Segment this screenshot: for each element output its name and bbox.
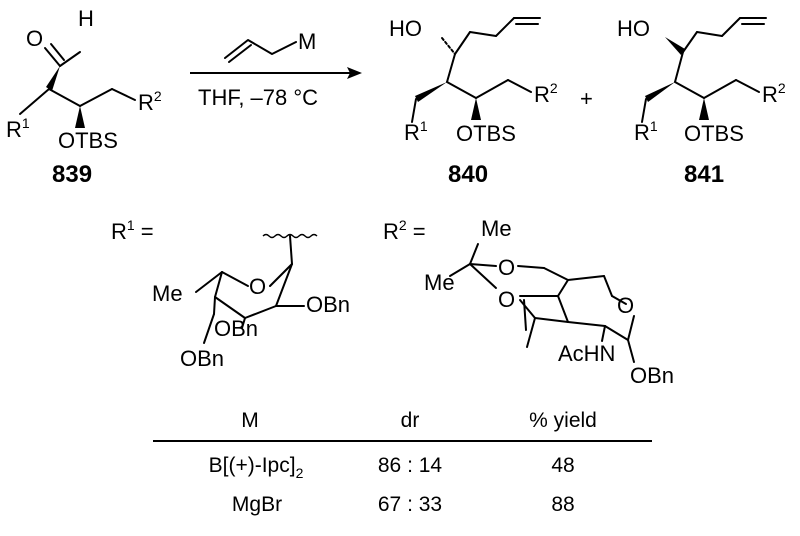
table-cell-m: MgBr [232, 493, 282, 516]
table-header-dr: dr [401, 409, 420, 432]
r2-label: R2 [762, 80, 786, 107]
r1-label: R1 [404, 118, 428, 145]
compound-number-839: 839 [52, 161, 92, 188]
table-header-yield: % yield [529, 409, 597, 432]
ho-label: HO [617, 16, 650, 41]
table-cell-dr: 86 : 14 [378, 454, 443, 477]
r1-definition: R1= O Me OBn OBn OBn [111, 217, 350, 371]
obn-label: OBn [306, 292, 350, 317]
obn-label: OBn [214, 316, 258, 341]
arrow-head [347, 67, 362, 79]
compound-number-841: 841 [684, 161, 724, 188]
compound-number-840: 840 [448, 161, 488, 188]
me-left-label: Me [424, 270, 455, 295]
aldehyde-h: H [78, 6, 94, 31]
ring-o: O [249, 274, 266, 299]
acetal-o-left: O [498, 287, 515, 312]
otbs-label: OTBS [684, 121, 744, 146]
obn-label: OBn [630, 363, 674, 388]
table-cell-yield: 88 [551, 493, 574, 516]
table-cell-m: B[(+)-Ipc]2 [209, 454, 304, 481]
r2-definition: R2= Me Me O O O AcHN OBn [383, 216, 674, 388]
r2-label: R2 [534, 80, 558, 107]
table-cell-yield: 48 [551, 454, 574, 477]
reagent-metal: M [298, 29, 316, 54]
acetal-o-top: O [498, 255, 515, 280]
otbs-label: OTBS [58, 128, 118, 153]
r2-label: R2 [138, 88, 162, 115]
r2-def-label: R2= [383, 217, 426, 244]
reaction-arrow-group: M THF, –78 °C [190, 29, 362, 110]
ring-o: O [617, 293, 634, 318]
plus-sign: + [580, 86, 593, 111]
otbs-label: OTBS [456, 121, 516, 146]
aldehyde-o: O [26, 26, 43, 51]
r1-label: R1 [634, 118, 658, 145]
compound-839: O H R1 R2 OTBS 839 [6, 6, 162, 188]
me-label: Me [152, 281, 183, 306]
r1-def-label: R1= [111, 217, 154, 244]
me-top-label: Me [481, 216, 512, 241]
results-table: M dr % yield B[(+)-Ipc]2 86 : 14 48 MgBr… [153, 409, 652, 516]
compound-841: HO R1 R2 OTBS 841 [617, 16, 786, 188]
r1-label: R1 [6, 115, 30, 142]
table-cell-dr: 67 : 33 [378, 493, 442, 516]
ho-label: HO [389, 16, 422, 41]
compound-840: HO R1 R2 OTBS 840 [389, 16, 558, 188]
achn-label: AcHN [558, 341, 615, 366]
obn-label: OBn [180, 346, 224, 371]
conditions-label: THF, –78 °C [198, 85, 318, 110]
table-header-m: M [241, 409, 259, 432]
